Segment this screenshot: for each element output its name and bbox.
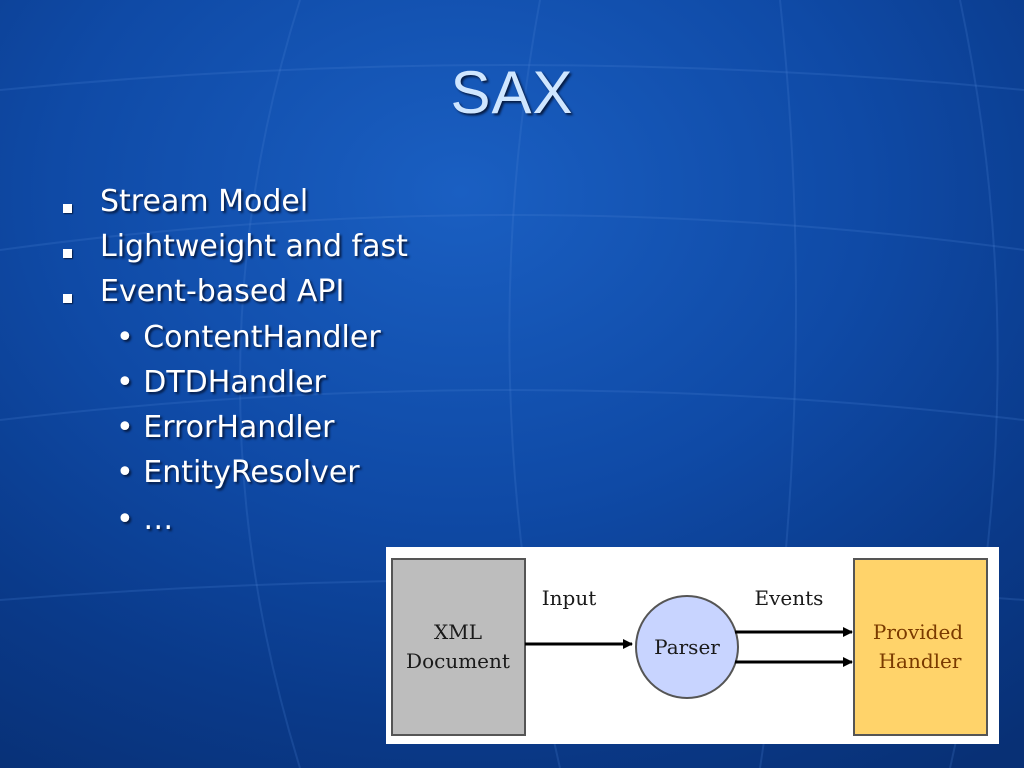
round-bullet-icon: • xyxy=(116,320,144,355)
sub-bullet-text: ContentHandler xyxy=(143,320,381,355)
sub-bullet-text: DTDHandler xyxy=(143,365,326,400)
round-bullet-icon: • xyxy=(116,455,144,490)
bullet-item: Event-based API xyxy=(100,274,345,309)
sub-bullet-text: ErrorHandler xyxy=(143,410,335,445)
xml-document-box xyxy=(391,558,526,736)
sub-bullet-item: • ErrorHandler xyxy=(116,410,334,446)
round-bullet-icon: • xyxy=(116,502,144,537)
slide-title: SAX xyxy=(450,59,574,126)
handler-label-line1: Provided xyxy=(873,620,963,644)
round-bullet-icon: • xyxy=(116,365,144,400)
bullet-item: Lightweight and fast xyxy=(100,229,408,264)
xml-document-label-line1: XML xyxy=(434,620,482,644)
square-bullet-icon xyxy=(63,249,72,258)
sub-bullet-text: … xyxy=(143,502,174,537)
parser-circle xyxy=(635,595,739,699)
handler-label-line2: Handler xyxy=(879,649,962,673)
sub-bullet-item: • EntityResolver xyxy=(116,455,360,491)
square-bullet-icon xyxy=(63,204,72,213)
events-label: Events xyxy=(755,586,824,610)
square-bullet-icon xyxy=(63,294,72,303)
parser-label: Parser xyxy=(654,635,720,659)
xml-document-label-line2: Document xyxy=(406,649,510,673)
bullet-item: Stream Model xyxy=(100,184,309,219)
sub-bullet-item: • … xyxy=(116,502,173,538)
round-bullet-icon: • xyxy=(116,410,144,445)
sub-bullet-text: EntityResolver xyxy=(143,455,360,490)
input-label: Input xyxy=(542,586,597,610)
sax-flow-diagram: XML Document Input Parser Events Provide… xyxy=(386,547,999,744)
provided-handler-box xyxy=(853,558,988,736)
sub-bullet-item: • DTDHandler xyxy=(116,365,326,401)
sub-bullet-item: • ContentHandler xyxy=(116,320,381,356)
